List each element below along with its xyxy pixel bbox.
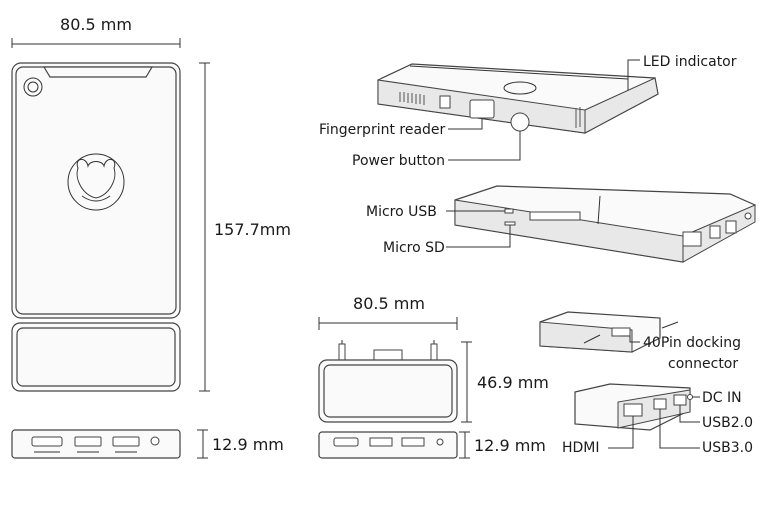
dock-body-inner [323,364,453,418]
docking-connector-label-2: connector [668,356,738,372]
usb2-leader [679,405,700,423]
micro-usb-label: Micro USB [366,204,437,220]
fingerprint-reader [469,99,495,119]
front-view: 80.5 mm 157.7mm [11,15,291,459]
dock-dc-in-port [436,438,444,446]
dock-front-view: 80.5 mm 46.9 mm 12.9 mm [318,294,549,459]
dock-usb-port-2 [401,437,425,447]
front-thickness-label: 12.9 mm [212,435,284,454]
usb-port-1 [74,436,102,447]
led-indicator-label: LED indicator [643,54,737,70]
iso-mid-usb-2 [725,220,737,234]
camera-lens-icon [23,77,43,97]
iso-top-side-face [584,77,659,134]
dock-height-label: 46.9 mm [477,373,549,392]
iso-mid-dc-in [744,212,752,220]
dock-iso-pin-2 [661,321,679,329]
micro-sd-label: Micro SD [383,240,445,256]
micro-usb-port [504,208,514,214]
micro-sd-leader [446,225,511,248]
iso-mid-vent [529,211,581,221]
front-width-label: 80.5 mm [60,15,132,34]
iso-view-middle: Micro USB Micro SD [366,185,757,263]
iso-top-edge [409,65,629,80]
power-leader [448,131,521,161]
power-button [510,112,530,132]
hdmi-label: HDMI [562,440,600,456]
fingerprint-reader-label: Fingerprint reader [319,122,446,138]
dc-in-port [150,436,160,446]
dock-iso-usb3 [653,398,667,410]
dock-iso-back: 40Pin docking connector [539,311,741,372]
dock-attachment-inner [16,327,176,387]
hdmi-leader [608,416,634,449]
dock-40pin-connector [373,349,403,361]
dock-iso-pin-1 [583,334,601,344]
dock-iso-back-front-face [539,321,633,353]
mouse-head-logo-icon [67,153,125,211]
dock-iso-hdmi [623,403,643,417]
dock-iso-front: DC IN USB2.0 HDMI USB3.0 [562,383,753,456]
iso-top-vent [399,92,425,105]
dock-iso-usb2 [673,394,687,406]
iso-top-side-vent [575,107,581,128]
dock-thickness-label: 12.9 mm [474,436,546,455]
hdmi-port [31,436,63,447]
iso-top-logo-icon [503,81,537,95]
usb-port-2 [112,436,140,447]
usb2-label: USB2.0 [702,415,753,431]
iso-mid-split [597,195,601,225]
dock-pin-right [430,340,438,361]
iso-mid-hdmi [682,231,702,247]
device-body-inner [15,66,177,315]
iso-view-top: LED indicator Fingerprint reader Power b… [319,54,737,169]
top-bar [42,66,154,78]
dock-width-label: 80.5 mm [353,294,425,313]
docking-leader [620,335,640,343]
micro-sd-slot [504,221,516,226]
iso-mid-usb-1 [709,225,721,239]
dock-hdmi-port [333,437,359,447]
dock-usb-port-1 [369,437,393,447]
docking-connector-label-1: 40Pin docking [643,335,741,351]
led-leader [627,59,640,90]
power-button-label: Power button [352,153,445,169]
fingerprint-leader [448,118,483,130]
iso-top-switch [439,95,451,109]
dock-iso-dc-in [687,394,693,400]
usb3-label: USB3.0 [702,440,753,456]
usb3-leader [659,409,700,449]
dc-in-label: DC IN [702,390,742,406]
dock-pin-left [338,340,346,361]
front-height-label: 157.7mm [214,220,291,239]
dock-iso-connector [611,327,631,337]
